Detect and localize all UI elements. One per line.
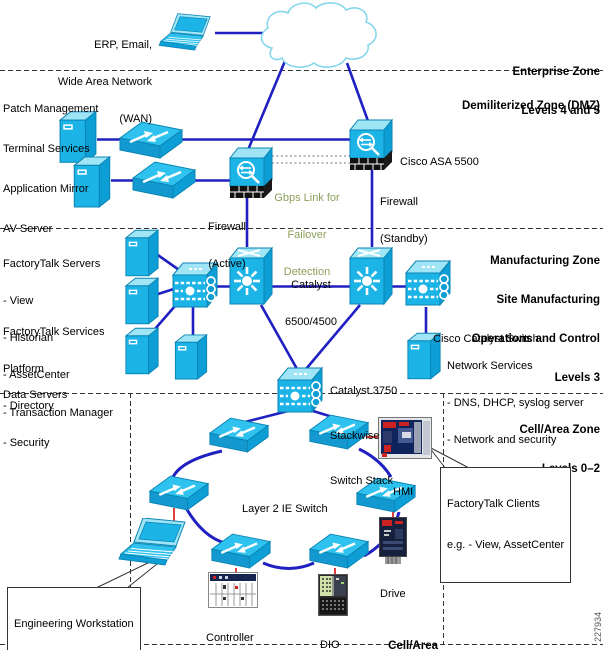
factorytalk-clients-callout: FactoryTalk Clients e.g. - View, AssetCe… <box>440 467 572 583</box>
zone-label-manufacturing: Manufacturing Zone Site Manufacturing Op… <box>471 255 600 384</box>
cisco-asa-label: Cisco ASA 5500 <box>400 155 479 168</box>
wan-label: ERP, Email, Wide Area Network (WAN) <box>57 38 152 126</box>
factorytalk-server-icon-1 <box>124 229 160 277</box>
catalyst-6500-label: Catalyst 6500/4500 <box>285 278 337 329</box>
controller-icon <box>208 572 258 608</box>
engineering-workstation-laptop-icon <box>115 518 195 568</box>
ie-switch-icon-top-left <box>208 416 270 454</box>
cisco-catalyst-switch-label: Cisco Catalyst Switch <box>433 332 539 345</box>
firewall-active-icon <box>228 146 274 200</box>
engineering-workstation-callout: Engineering Workstation e.g. - RSLogix 5… <box>7 587 141 650</box>
gbps-failover-label: Gbps Link for Failover Detection <box>274 191 340 279</box>
drive-icon <box>379 517 407 565</box>
zone-label-enterprise: Enterprise Zone Levels 4 and 5 <box>512 66 600 117</box>
drive-label: Drive <box>380 587 406 600</box>
factorytalk-services-label: FactoryTalk Services Platform - Director… <box>3 325 105 450</box>
cloud-icon <box>254 0 382 72</box>
firewall-active-label: Firewall (Active) <box>208 220 246 271</box>
dmz-services-label: Patch Management Terminal Services Appli… <box>3 102 99 236</box>
data-server-icon-2 <box>173 334 209 380</box>
firewall-standby-icon <box>348 118 394 172</box>
ring-topology-label: Cell/Area (Ring Topology) <box>388 640 438 650</box>
wan-laptop-icon <box>156 8 218 58</box>
ie-switch-icon-left <box>148 474 210 512</box>
catalyst-3750-label: Catalyst 3750 Stackwise Switch Stack <box>330 385 398 487</box>
firewall-standby-label: Firewall (Standby) <box>380 195 428 246</box>
dio-label: DIO <box>320 638 340 650</box>
ring-topology-arcs <box>171 447 401 570</box>
layer2-ie-switch-label: Layer 2 IE Switch <box>242 502 328 515</box>
hmi-label: HMI <box>393 485 414 498</box>
failover-link-dotted <box>272 155 351 164</box>
catalyst-3750-stack-icon <box>276 364 324 416</box>
zone-label-dmz: Demiliterized Zone (DMZ) <box>461 100 600 112</box>
factorytalk-servers-label: FactoryTalk Servers - View - Historian -… <box>3 257 114 419</box>
dio-icon <box>318 574 348 616</box>
controller-label: Controller <box>206 631 254 644</box>
figure-number: 227934 <box>593 612 603 643</box>
factorytalk-server-icon-2 <box>124 277 160 325</box>
data-server-icon-1 <box>124 327 160 375</box>
data-servers-label: Data Servers <box>3 388 68 401</box>
dmz-switch-icon-2 <box>131 160 197 200</box>
